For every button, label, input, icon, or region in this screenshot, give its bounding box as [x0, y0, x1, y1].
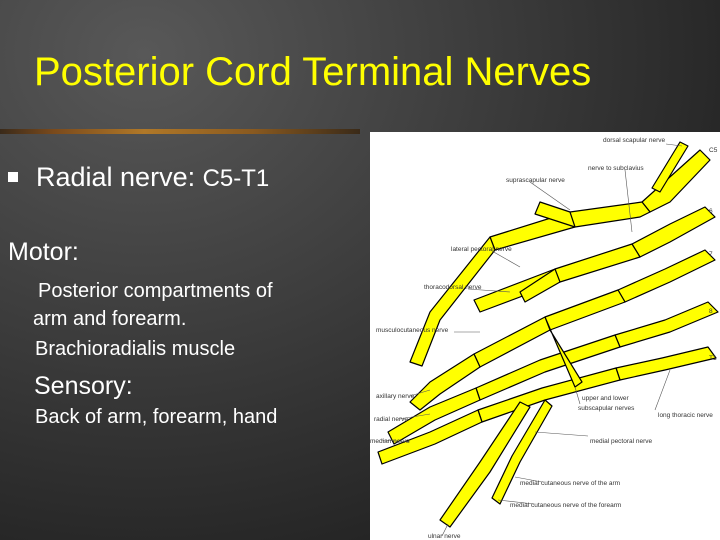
musculocutaneous-branch: [409, 236, 496, 367]
motor-line: Brachioradialis muscle: [35, 338, 236, 360]
radial-nerve-line: Radial nerve: C5-T1: [36, 162, 269, 193]
sensory-line: Back of arm, forearm, hand: [35, 406, 278, 428]
root-label: T1: [709, 355, 717, 362]
sensory-heading: Sensory:: [34, 372, 133, 400]
label-suprascapular: suprascapular nerve: [506, 177, 565, 184]
motor-line: arm and forearm.: [33, 308, 187, 330]
leader-line: [381, 439, 411, 443]
root-label: 7: [709, 251, 713, 258]
leader-line: [409, 389, 431, 397]
label-median: median nerve: [370, 438, 410, 445]
label-ulnar: ulnar nerve: [428, 533, 461, 540]
leader-line: [399, 413, 431, 420]
root-label: C5: [709, 147, 718, 154]
root-label: 6: [709, 208, 713, 215]
radial-nerve-levels: C5-T1: [202, 165, 270, 192]
slide-title: Posterior Cord Terminal Nerves: [34, 50, 592, 94]
label-axillary: axillary nerve: [376, 393, 415, 400]
leader-line: [529, 181, 571, 211]
label-radial: radial nerve: [374, 416, 408, 423]
root-t1-nerve: [615, 346, 717, 381]
radial-nerve-label: Radial nerve:: [36, 162, 203, 192]
leader-line: [441, 523, 449, 537]
nerve-trunks: [377, 141, 719, 528]
leader-line: [624, 169, 633, 233]
brachial-plexus-diagram: dorsal scapular nerve nerve to subclaviu…: [370, 132, 720, 540]
motor-heading: Motor:: [8, 238, 79, 266]
root-c5-nerve: [641, 149, 711, 213]
leader-line: [497, 499, 535, 505]
median-branch: [377, 409, 483, 465]
leader-line: [491, 250, 521, 268]
title-divider: [0, 129, 360, 134]
label-subscapular-line1: upper and lower: [582, 395, 629, 402]
label-nerve-to-subclavius: nerve to subclavius: [588, 165, 644, 172]
leader-line: [654, 369, 671, 411]
label-musculocutaneous: musculocutaneous nerve: [376, 327, 449, 334]
suprascapular-branch: [534, 201, 576, 228]
leader-lines: [381, 143, 683, 537]
thoracodorsal-branch: [519, 268, 561, 303]
dorsal-scapular-branch: [651, 141, 689, 193]
label-subscapular-line2: subscapular nerves: [578, 405, 635, 412]
label-long-thoracic: long thoracic nerve: [658, 412, 713, 419]
label-thoracodorsal: thoracodorsal nerve: [424, 284, 482, 291]
leader-line: [514, 476, 543, 483]
label-lateral-pectoral: lateral pectoral nerve: [451, 246, 512, 253]
diagram-labels: dorsal scapular nerve nerve to subclaviu…: [370, 137, 718, 540]
axillary-branch: [409, 353, 481, 411]
brachial-plexus-illustration: dorsal scapular nerve nerve to subclaviu…: [370, 137, 719, 540]
label-dorsal-scapular: dorsal scapular nerve: [603, 137, 666, 144]
root-c8-nerve: [614, 301, 719, 348]
leader-line: [665, 143, 683, 147]
label-medial-cutaneous-arm: medial cutaneous nerve of the arm: [520, 480, 620, 487]
motor-line: Posterior compartments of: [38, 280, 273, 302]
square-bullet-icon: [8, 172, 18, 182]
ulnar-branch: [439, 401, 531, 528]
root-label: 8: [709, 308, 713, 315]
leader-line: [467, 288, 511, 293]
label-medial-cutaneous-forearm: medial cutaneous nerve of the forearm: [510, 502, 621, 509]
medial-cutaneous-branch: [491, 399, 553, 505]
radial-branch: [387, 387, 481, 445]
leader-line: [534, 431, 589, 437]
leader-line: [574, 386, 581, 405]
label-medial-pectoral: medial pectoral nerve: [590, 438, 653, 445]
